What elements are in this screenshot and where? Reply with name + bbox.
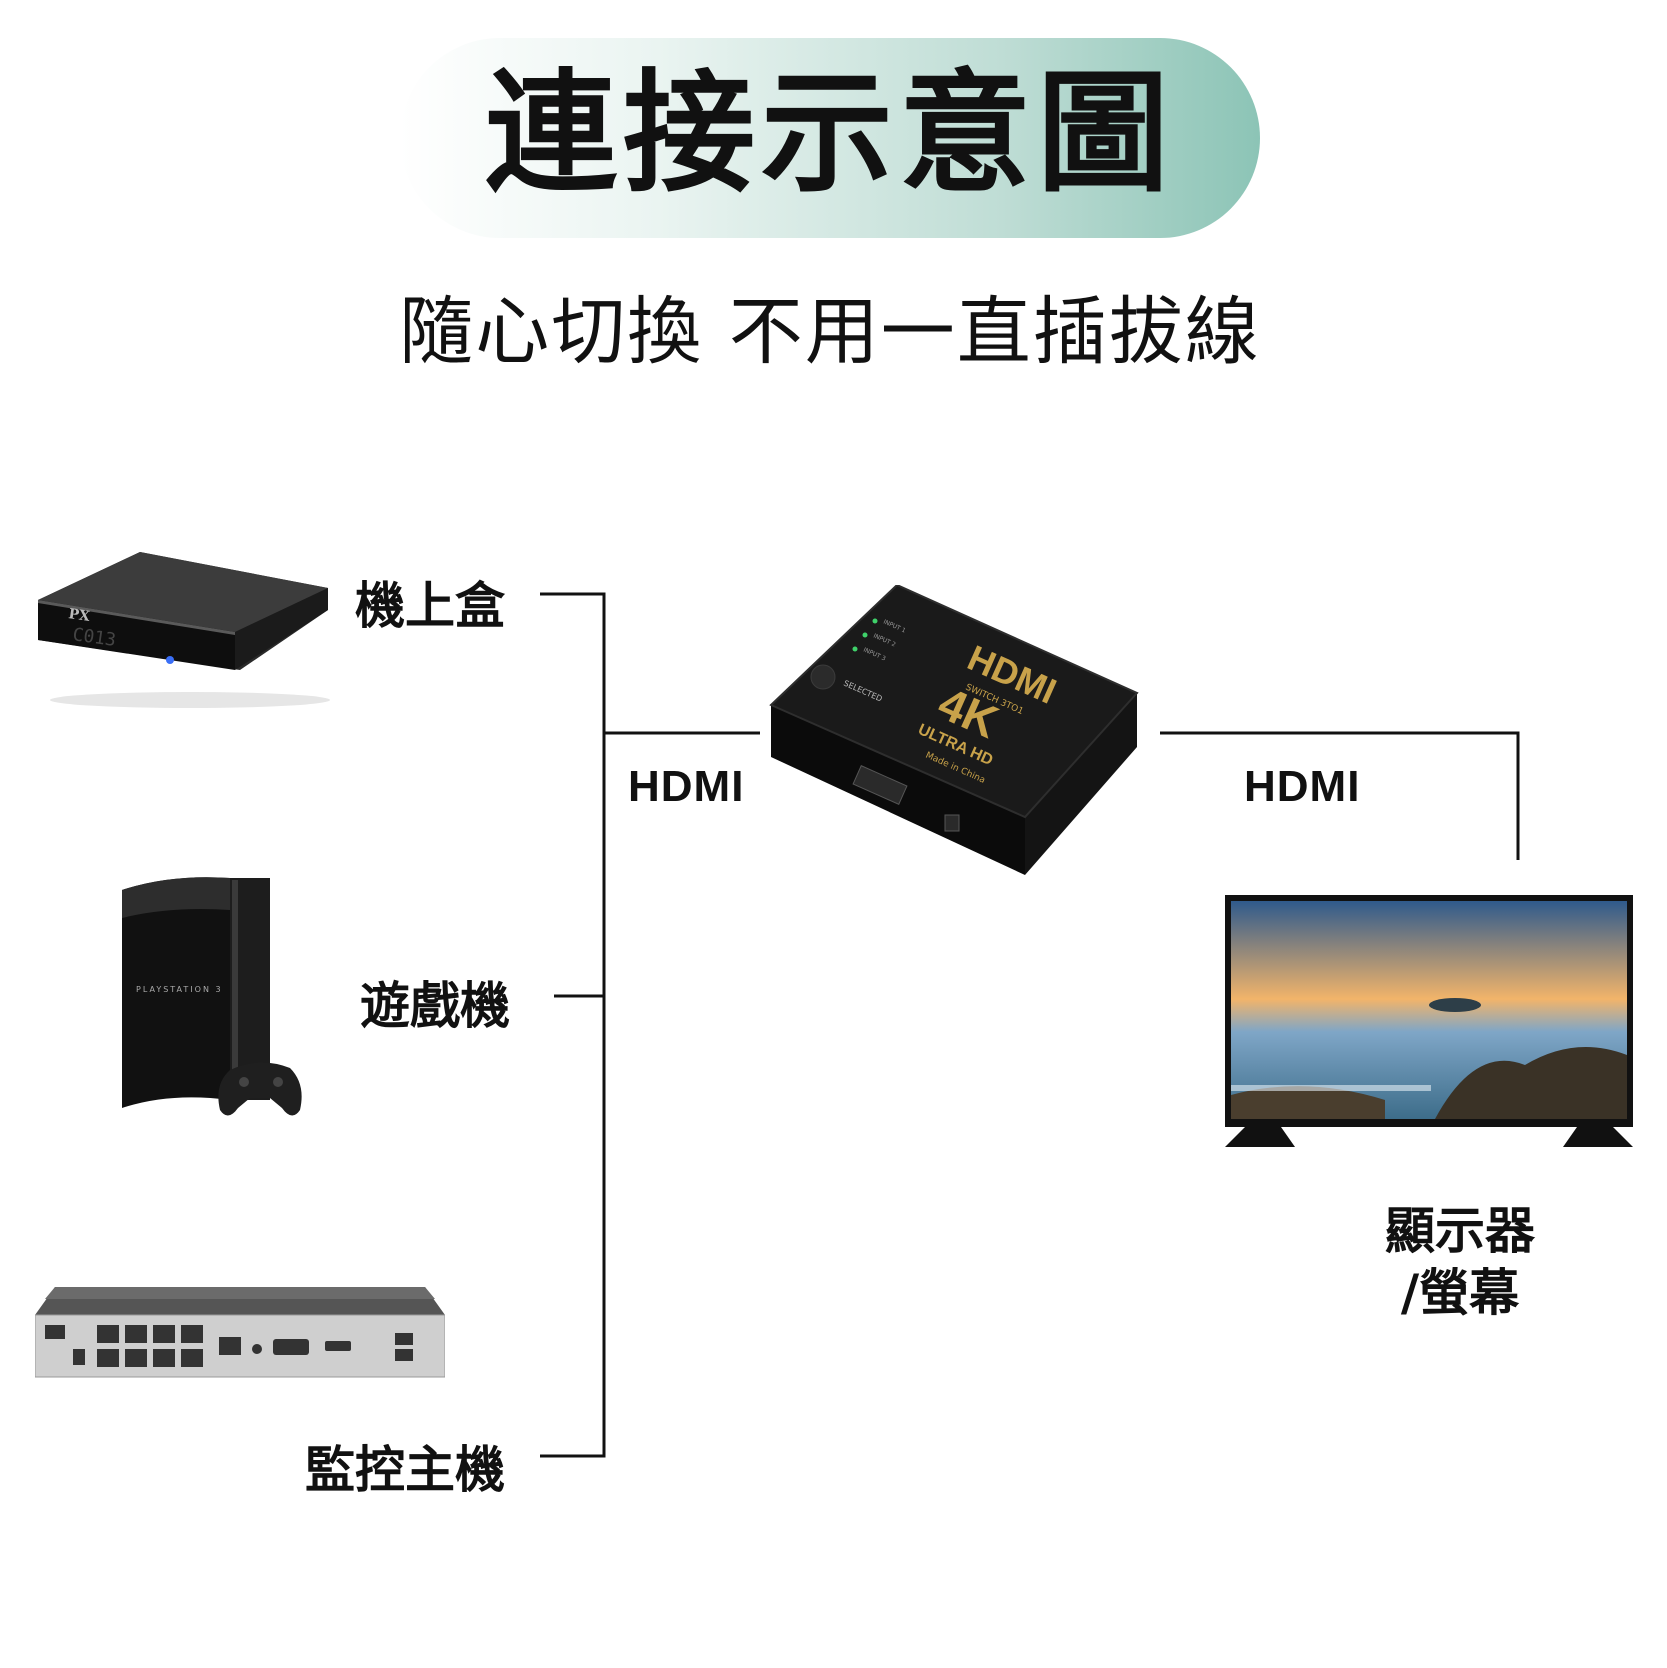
dc-port-icon — [944, 814, 960, 832]
nvr-image — [35, 1287, 445, 1378]
set-top-box-image: PX C013 — [38, 552, 330, 708]
source-label-set-top-box: 機上盒 — [355, 577, 505, 635]
page-title: 連接示意圖 — [485, 57, 1175, 211]
input-led-2-icon — [862, 632, 868, 638]
monitor-image — [1225, 895, 1633, 1147]
console-brand: PLAYSTATION 3 — [136, 985, 223, 994]
hdmi-label-output: HDMI — [1244, 762, 1361, 811]
line-set-top-box — [540, 592, 606, 1458]
hdmi-label-input: HDMI — [628, 762, 745, 811]
page-subtitle: 隨心切換 不用一直插拔線 — [399, 289, 1261, 375]
monitor-label-line1: 顯示器 — [1385, 1202, 1535, 1260]
hdmi-port-icon — [852, 765, 908, 805]
controller-dpad-icon — [239, 1077, 249, 1087]
input-led-1-icon — [872, 618, 878, 624]
power-led-icon — [166, 656, 174, 664]
line-to-monitor — [1160, 731, 1520, 860]
monitor-label: 顯示器 /螢幕 — [1340, 1200, 1580, 1324]
controller-buttons-icon — [273, 1077, 283, 1087]
source-label-nvr: 監控主機 — [305, 1441, 505, 1499]
monitor-label-line2: /螢幕 — [1400, 1264, 1520, 1322]
source-label-console: 遊戲機 — [360, 977, 510, 1035]
title-background — [400, 38, 1260, 238]
set-top-box-brand: PX — [67, 606, 91, 625]
game-console-image: PLAYSTATION 3 — [122, 877, 302, 1116]
hdmi-switch-image: SELECTED INPUT 1 INPUT 2 INPUT 3 HDMI SW… — [769, 585, 1139, 875]
select-button-icon — [810, 664, 836, 690]
input-led-3-icon — [852, 646, 858, 652]
